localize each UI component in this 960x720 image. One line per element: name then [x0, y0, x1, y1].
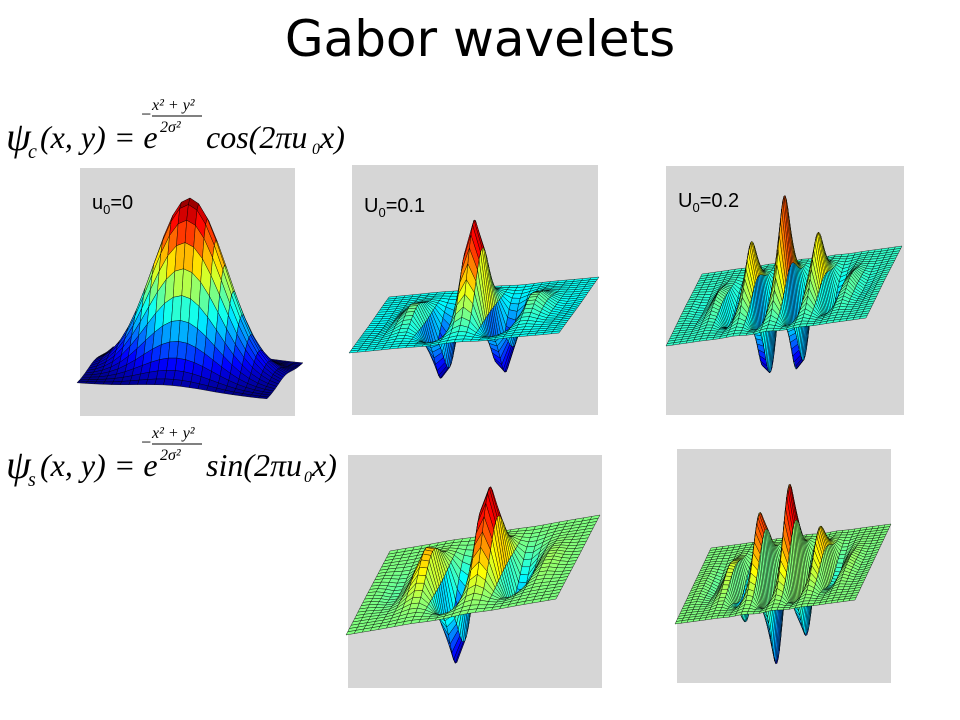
svg-text:c: c: [28, 141, 37, 163]
svg-text:x): x): [319, 119, 345, 155]
surface-mesh: [665, 195, 903, 374]
surface-mesh: [76, 197, 304, 400]
slide-title: Gabor wavelets: [284, 10, 676, 68]
surface-facet: [182, 371, 193, 383]
surface-mesh: [345, 486, 601, 664]
surface-facet: [258, 395, 270, 400]
surface-facet: [370, 320, 381, 324]
surface-facet: [364, 329, 375, 333]
surface-facet: [674, 620, 683, 625]
surface-mesh: [674, 483, 892, 665]
panel-label-u0-0: u0=0: [92, 192, 134, 217]
surface-facet: [345, 630, 357, 636]
svg-text:ψ: ψ: [6, 442, 32, 487]
surface-facet: [665, 342, 675, 347]
formula-sine: ψ s (x, y) = e − x² + y² 2σ² sin(2πu 0 x…: [6, 420, 337, 491]
svg-text:(x, y) = e: (x, y) = e: [40, 119, 158, 155]
plot-panel-cos-u0-02: U0=0.2: [665, 166, 904, 415]
surface-cos-u0-01: [348, 219, 600, 379]
svg-text:0: 0: [304, 469, 312, 486]
surface-sin-u0-02: [674, 483, 892, 665]
surface-cos-u0-0: [76, 197, 304, 400]
formula-cosine-graphic: ψ c (x, y) = e − x² + y² 2σ² cos(2πu 0 x…: [6, 97, 345, 163]
surface-facet: [373, 316, 384, 320]
formula-cosine: ψ c (x, y) = e − x² + y² 2σ² cos(2πu 0 x…: [6, 92, 345, 163]
svg-text:2σ²: 2σ²: [160, 119, 182, 136]
surface-facet: [173, 370, 185, 381]
surface-mesh: [348, 219, 600, 379]
svg-text:s: s: [28, 469, 36, 491]
svg-text:ψ: ψ: [6, 114, 32, 159]
surface-facet: [371, 318, 383, 322]
svg-text:x² + y²: x² + y²: [151, 97, 196, 114]
formula-sine-graphic: ψ s (x, y) = e − x² + y² 2σ² sin(2πu 0 x…: [6, 425, 337, 491]
surface-facet: [178, 320, 190, 344]
svg-text:sin(2πu: sin(2πu: [206, 447, 302, 483]
plot-panel-sin-u0-01: [345, 455, 602, 688]
surface-facet: [348, 349, 360, 354]
panel-label-u0-01: U0=0.1: [364, 195, 426, 220]
svg-text:−: −: [140, 432, 152, 452]
surface-facet: [183, 242, 194, 274]
surface-cos-u0-02: [665, 195, 903, 374]
svg-text:0: 0: [312, 141, 320, 158]
surface-sin-u0-01: [345, 486, 601, 664]
surface-facet: [368, 323, 379, 326]
svg-text:x² + y²: x² + y²: [151, 425, 196, 442]
svg-text:−: −: [140, 104, 152, 124]
plot-panel-sin-u0-02: [674, 449, 892, 683]
svg-text:cos(2πu: cos(2πu: [206, 119, 307, 155]
svg-text:(x, y) = e: (x, y) = e: [40, 447, 158, 483]
panel-label-u0-02: U0=0.2: [678, 190, 740, 215]
svg-text:x): x): [311, 447, 337, 483]
plot-panel-cos-u0-01: U0=0.1: [348, 165, 600, 415]
surface-facet: [180, 380, 192, 388]
surface-facet: [365, 327, 376, 331]
surface-facet: [181, 268, 193, 300]
svg-text:2σ²: 2σ²: [160, 447, 182, 464]
surface-facet: [367, 325, 378, 329]
plot-panel-cos-u0-0: u0=0: [76, 168, 304, 416]
